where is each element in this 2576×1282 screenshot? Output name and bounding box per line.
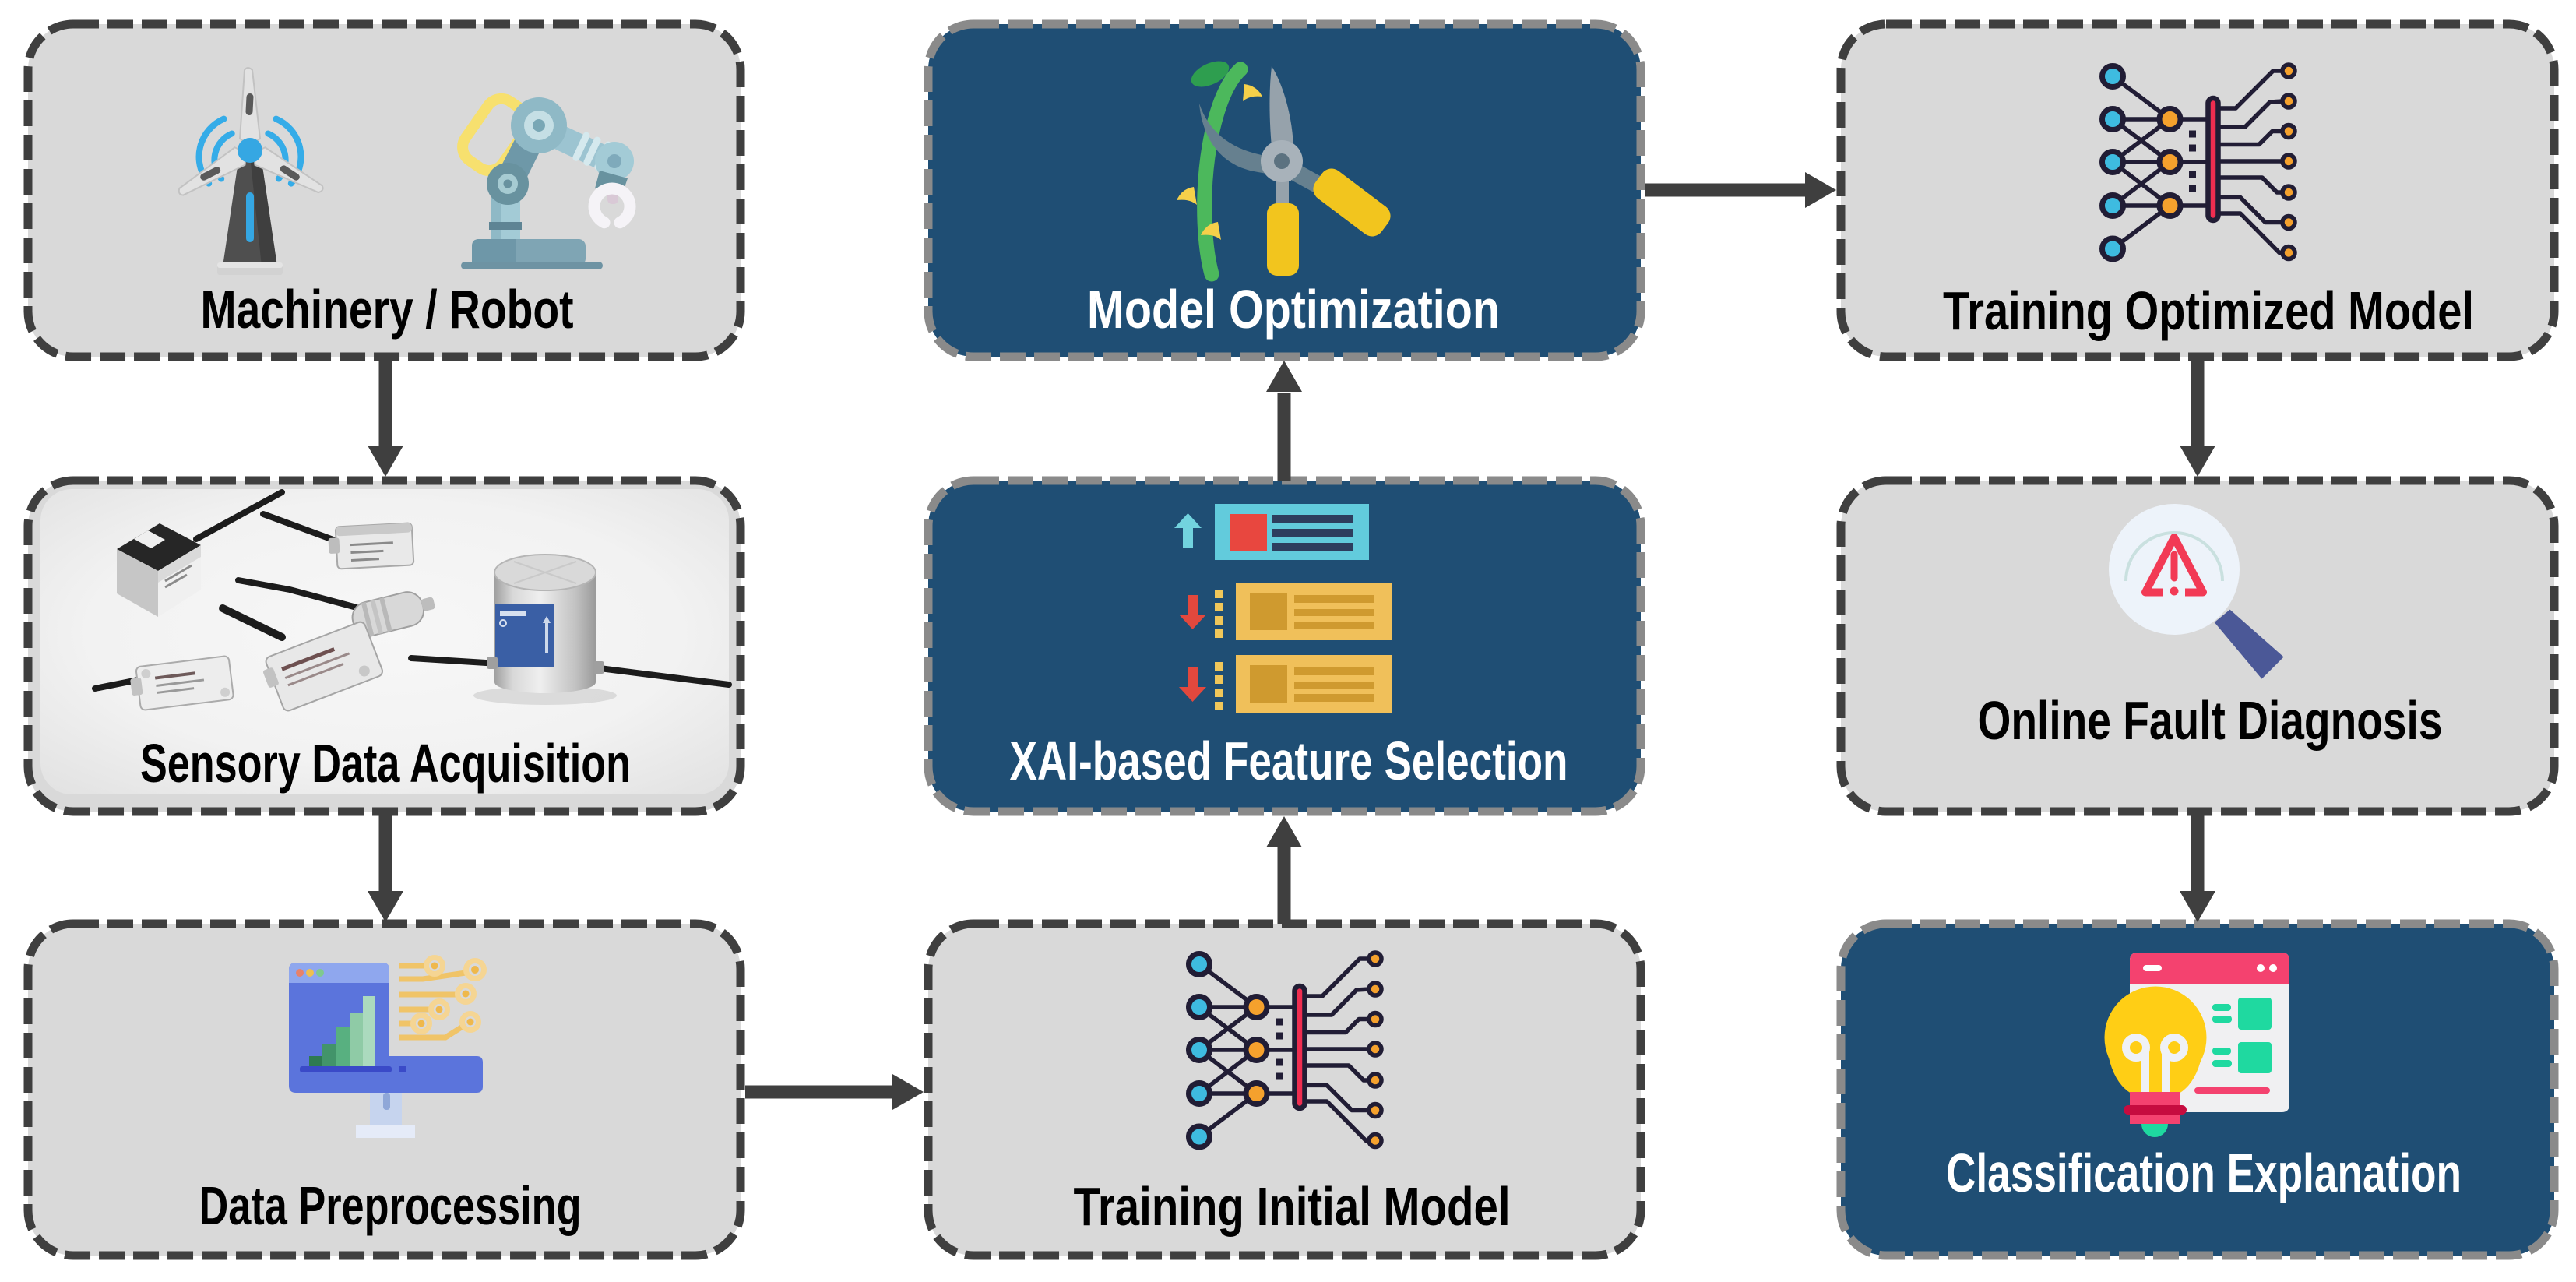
svg-text:Classification Explanation: Classification Explanation <box>1946 1143 2462 1203</box>
svg-text:Training Initial Model: Training Initial Model <box>1074 1176 1511 1237</box>
svg-text:Online Fault Diagnosis: Online Fault Diagnosis <box>1978 690 2443 751</box>
svg-text:Model Optimization: Model Optimization <box>1087 279 1500 340</box>
svg-text:XAI-based Feature Selection: XAI-based Feature Selection <box>1010 731 1568 791</box>
svg-text:Data Preprocessing: Data Preprocessing <box>199 1175 582 1236</box>
svg-text:Training Optimized Model: Training Optimized Model <box>1943 280 2474 341</box>
svg-text:Sensory Data Acquisition: Sensory Data Acquisition <box>140 733 631 794</box>
svg-text:Machinery / Robot: Machinery / Robot <box>201 279 574 340</box>
